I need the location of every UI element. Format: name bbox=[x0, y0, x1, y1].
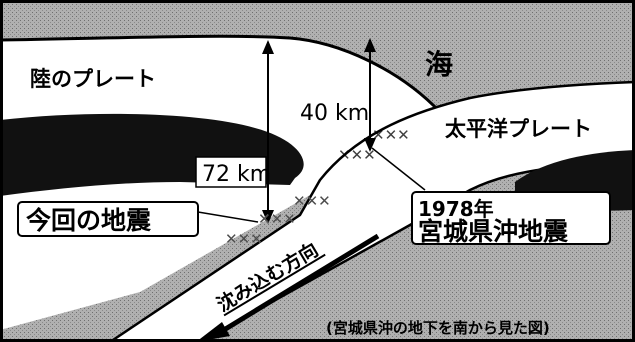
svg-text:✕✕✕: ✕✕✕ bbox=[225, 230, 263, 248]
pacific-plate-slab bbox=[107, 80, 635, 342]
label-pacific-plate: 太平洋プレート bbox=[445, 117, 592, 141]
svg-text:✕✕✕: ✕✕✕ bbox=[372, 126, 410, 144]
label-this-quake: 今回の地震 bbox=[26, 206, 152, 235]
depth-arrow-40km bbox=[364, 38, 376, 152]
hypocenter-marks-this-quake-outline: ✕✕✕ ✕✕✕ ✕✕✕ bbox=[225, 192, 331, 248]
quake-mark: ✕✕✕ bbox=[293, 192, 331, 210]
quake-mark: ✕✕✕ bbox=[225, 230, 263, 248]
depth-arrow-72km bbox=[262, 40, 274, 224]
underline-subduction-direction bbox=[223, 253, 326, 317]
label-box-40km bbox=[296, 96, 360, 126]
label-40km: 40 km bbox=[300, 101, 369, 126]
svg-text:✕✕✕: ✕✕✕ bbox=[338, 146, 376, 164]
quake-mark: ✕✕✕ bbox=[258, 210, 296, 228]
label-box-72km bbox=[195, 156, 267, 188]
label-1978-year: 1978年 bbox=[418, 197, 494, 221]
hypocenter-marks-this-quake: ✕✕✕ ✕✕✕ ✕✕✕ bbox=[225, 192, 331, 248]
pointer-line-this-quake bbox=[197, 211, 259, 223]
subduction-arrow bbox=[196, 233, 380, 342]
label-box-this-quake bbox=[17, 201, 199, 237]
svg-text:✕✕✕: ✕✕✕ bbox=[293, 192, 331, 210]
hypocenter-marks-1978: ✕✕✕ ✕✕✕ bbox=[338, 126, 410, 164]
label-72km: 72 km bbox=[202, 162, 271, 187]
pointer-line-1978 bbox=[371, 147, 426, 191]
land-plate-surface bbox=[0, 34, 442, 114]
label-1978-name: 宮城県沖地震 bbox=[418, 217, 569, 246]
caption: (宮城県沖の地下を南から見た図) bbox=[326, 319, 550, 337]
svg-text:✕✕✕: ✕✕✕ bbox=[258, 210, 296, 228]
label-land-plate: 陸のプレート bbox=[30, 67, 156, 91]
label-sea: 海 bbox=[425, 48, 453, 81]
label-box-1978 bbox=[411, 191, 611, 245]
